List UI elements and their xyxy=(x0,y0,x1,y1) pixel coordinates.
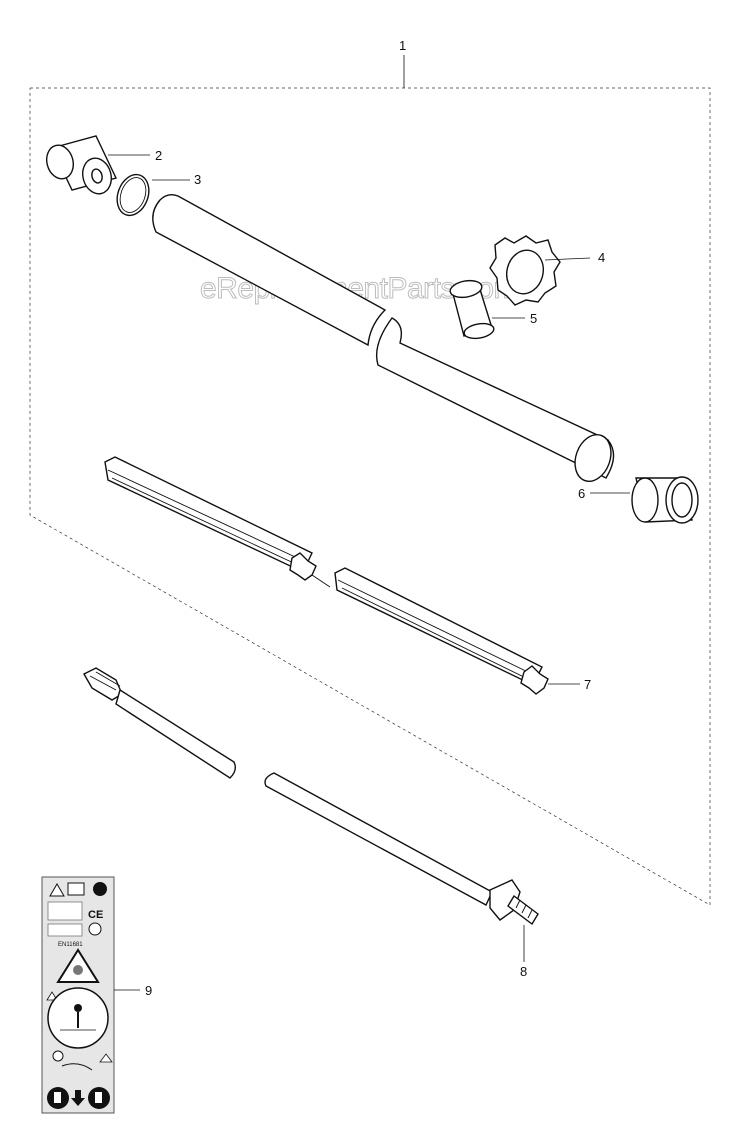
callout-1: 1 xyxy=(399,38,406,53)
part-6-bushing[interactable] xyxy=(590,476,699,524)
decal-manual-icon xyxy=(67,882,85,896)
assembly-boundary xyxy=(29,55,711,906)
decal-ce-mark: CE xyxy=(88,909,103,921)
part-7-liner[interactable] xyxy=(104,456,580,695)
part-8-drive-shaft[interactable] xyxy=(83,667,539,962)
part-4-nut[interactable] xyxy=(489,235,591,306)
part-3-o-ring[interactable] xyxy=(112,170,190,220)
callout-9: 9 xyxy=(145,983,152,998)
part-9-warning-decal[interactable]: CE EN11681 xyxy=(41,876,140,1114)
part-1-tube[interactable] xyxy=(152,193,617,487)
callout-6: 6 xyxy=(578,486,585,501)
callout-2: 2 xyxy=(155,148,162,163)
decal-noise-icon xyxy=(88,922,102,936)
callout-8: 8 xyxy=(520,964,527,979)
decal-warning-icon xyxy=(49,883,65,897)
decal-thrown-objects-warning-icon xyxy=(56,948,100,983)
part-2-bushing[interactable] xyxy=(43,135,150,197)
decal-helmet-icon xyxy=(93,882,107,896)
callout-3: 3 xyxy=(194,172,201,187)
decal-standard-text: EN11681 xyxy=(58,942,83,948)
decal-arrow-down-icon xyxy=(71,1090,85,1106)
callout-4: 4 xyxy=(598,250,605,265)
decal-safety-distance-icon xyxy=(46,987,109,1049)
decal-gloves-icon xyxy=(88,1087,110,1109)
part-5-sleeve[interactable] xyxy=(449,278,525,340)
decal-boots-icon xyxy=(47,1087,69,1109)
decal-rotation-warning-icon xyxy=(52,1050,113,1071)
callout-7: 7 xyxy=(584,677,591,692)
callout-5: 5 xyxy=(530,311,537,326)
